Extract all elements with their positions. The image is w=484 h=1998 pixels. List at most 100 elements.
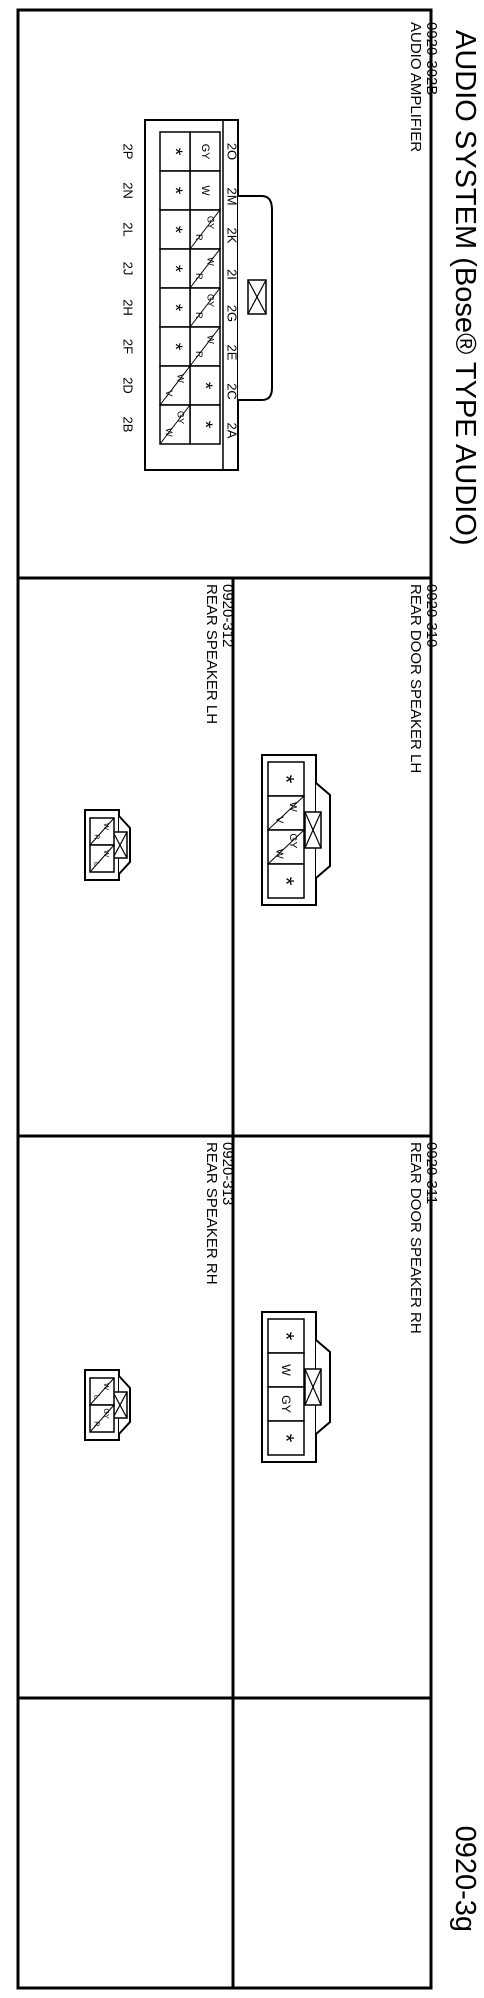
amp-bottom-cavity-2L: * xyxy=(159,209,191,250)
wire-color-label: GY xyxy=(102,1408,111,1419)
connector-code-rear-speaker-rh: 0920-313 xyxy=(219,1142,236,1205)
pin-label-2G: 2G xyxy=(225,305,240,322)
stripe-color-label: L xyxy=(93,862,102,866)
pin-label-2L: 2L xyxy=(121,222,136,236)
page-number: 0920-3g xyxy=(449,1826,481,1932)
stripe-color-label: R xyxy=(93,1421,102,1426)
cavity-2: W xyxy=(267,1352,305,1388)
wire-color-label: GY xyxy=(279,1395,293,1413)
cavity-star-mark: * xyxy=(164,343,186,351)
rear-door-speaker-rh-connector: * W GY * xyxy=(261,1311,331,1463)
amp-bottom-cavity-2B: GYW xyxy=(159,404,191,445)
cavity-star-mark: * xyxy=(164,226,186,234)
connector-code-rear-door-speaker-rh: 0920-311 xyxy=(423,1142,440,1204)
wire-color-label: W xyxy=(205,335,215,344)
cavity-1: * xyxy=(267,1318,305,1354)
page-number-group: 0920-3g xyxy=(449,1826,481,1932)
wire-color-label: W xyxy=(102,1383,111,1390)
cavity-star-mark: * xyxy=(274,775,299,784)
cavity-star-mark: * xyxy=(274,1332,299,1341)
page-title: AUDIO SYSTEM (Bose® TYPE AUDIO) xyxy=(449,30,481,546)
wire-color-label: GY xyxy=(287,833,298,848)
stripe-color-label: R xyxy=(194,273,204,280)
pin-label-2E: 2E xyxy=(225,345,240,361)
cavity-2: WV xyxy=(267,795,305,831)
amp-top-cavity-2M: W xyxy=(189,170,221,211)
stripe-color-label: L xyxy=(93,1395,102,1399)
wire-color-label: GY xyxy=(175,411,185,424)
pin-label-2F: 2F xyxy=(121,339,136,354)
connector-code-audio-amplifier: 0920-302B xyxy=(423,22,440,95)
stripe-color-label: R xyxy=(194,234,204,241)
cavity-star-mark: * xyxy=(274,877,299,886)
title-group: AUDIO SYSTEM (Bose® TYPE AUDIO) xyxy=(449,30,481,546)
cavity-star-mark: * xyxy=(164,148,186,156)
amp-bottom-cavity-2D: WV xyxy=(159,365,191,406)
cavity-star-mark: * xyxy=(164,265,186,273)
amp-bottom-cavity-2F: * xyxy=(159,326,191,367)
amp-bottom-cavity-2J: * xyxy=(159,248,191,289)
connector-name-audio-amplifier: AUDIO AMPLIFIER xyxy=(407,22,424,152)
wire-color-label: GY xyxy=(205,216,215,229)
amp-top-cavity-2C: * xyxy=(189,365,221,406)
connector-name-rear-speaker-rh: REAR SPEAKER RH xyxy=(203,1142,220,1285)
cavity-2: WL xyxy=(89,844,115,873)
pin-label-2B: 2B xyxy=(121,417,136,433)
wire-color-label: W xyxy=(279,1364,293,1376)
amp-top-cavity-2I: WR xyxy=(189,248,221,289)
wire-color-label: GY xyxy=(205,294,215,307)
wire-color-label: W xyxy=(102,823,111,830)
amp-bottom-cavity-2P: * xyxy=(159,131,191,172)
cavity-4: * xyxy=(267,863,305,899)
cavity-1: WL xyxy=(89,1377,115,1406)
pin-label-2J: 2J xyxy=(121,262,136,276)
amp-top-cavity-2O: GY xyxy=(189,131,221,172)
cavity-star-mark: * xyxy=(164,187,186,195)
cavity-3: GY xyxy=(267,1386,305,1422)
pin-label-2I: 2I xyxy=(225,269,240,280)
wire-color-label: GY xyxy=(199,144,211,160)
stripe-color-label: W xyxy=(273,849,284,859)
amp-bottom-cavity-2H: * xyxy=(159,287,191,328)
pin-label-2O: 2O xyxy=(225,143,240,160)
amp-top-cavity-2A: * xyxy=(189,404,221,445)
wire-color-label: W xyxy=(175,374,185,383)
stripe-color-label: V xyxy=(273,816,284,823)
pin-label-2D: 2D xyxy=(121,377,136,394)
amp-top-cavity-2G: GYR xyxy=(189,287,221,328)
cavity-star-mark: * xyxy=(194,382,216,390)
cavity-3: GYW xyxy=(267,829,305,865)
wire-color-label: W xyxy=(199,185,211,196)
wire-color-label: W xyxy=(287,802,298,812)
stripe-color-label: V xyxy=(164,390,174,397)
cavity-4: * xyxy=(267,1420,305,1456)
frame xyxy=(16,8,433,1990)
wire-color-label: W xyxy=(205,257,215,266)
cavity-star-mark: * xyxy=(194,421,216,429)
pin-label-2C: 2C xyxy=(225,383,240,400)
pin-label-2P: 2P xyxy=(121,144,136,160)
pin-label-2M: 2M xyxy=(225,187,240,205)
cavity-2: GYR xyxy=(89,1404,115,1433)
stripe-color-label: R xyxy=(194,312,204,319)
amp-bottom-cavity-2N: * xyxy=(159,170,191,211)
amp-top-cavity-2E: WR xyxy=(189,326,221,367)
stripe-color-label: R xyxy=(93,834,102,839)
connector-name-rear-speaker-lh: REAR SPEAKER LH xyxy=(203,584,220,724)
pin-label-2H: 2H xyxy=(121,299,136,316)
cavity-1: * xyxy=(267,761,305,797)
cavity-1: WR xyxy=(89,817,115,846)
pin-label-2K: 2K xyxy=(225,228,240,244)
amp-top-cavity-2K: GYR xyxy=(189,209,221,250)
connector-code-rear-speaker-lh: 0920-312 xyxy=(219,584,236,647)
stripe-color-label: W xyxy=(164,428,174,437)
connector-name-rear-door-speaker-rh: REAR DOOR SPEAKER RH xyxy=(407,1142,424,1334)
connector-code-rear-door-speaker-lh: 0920-310 xyxy=(423,584,440,647)
